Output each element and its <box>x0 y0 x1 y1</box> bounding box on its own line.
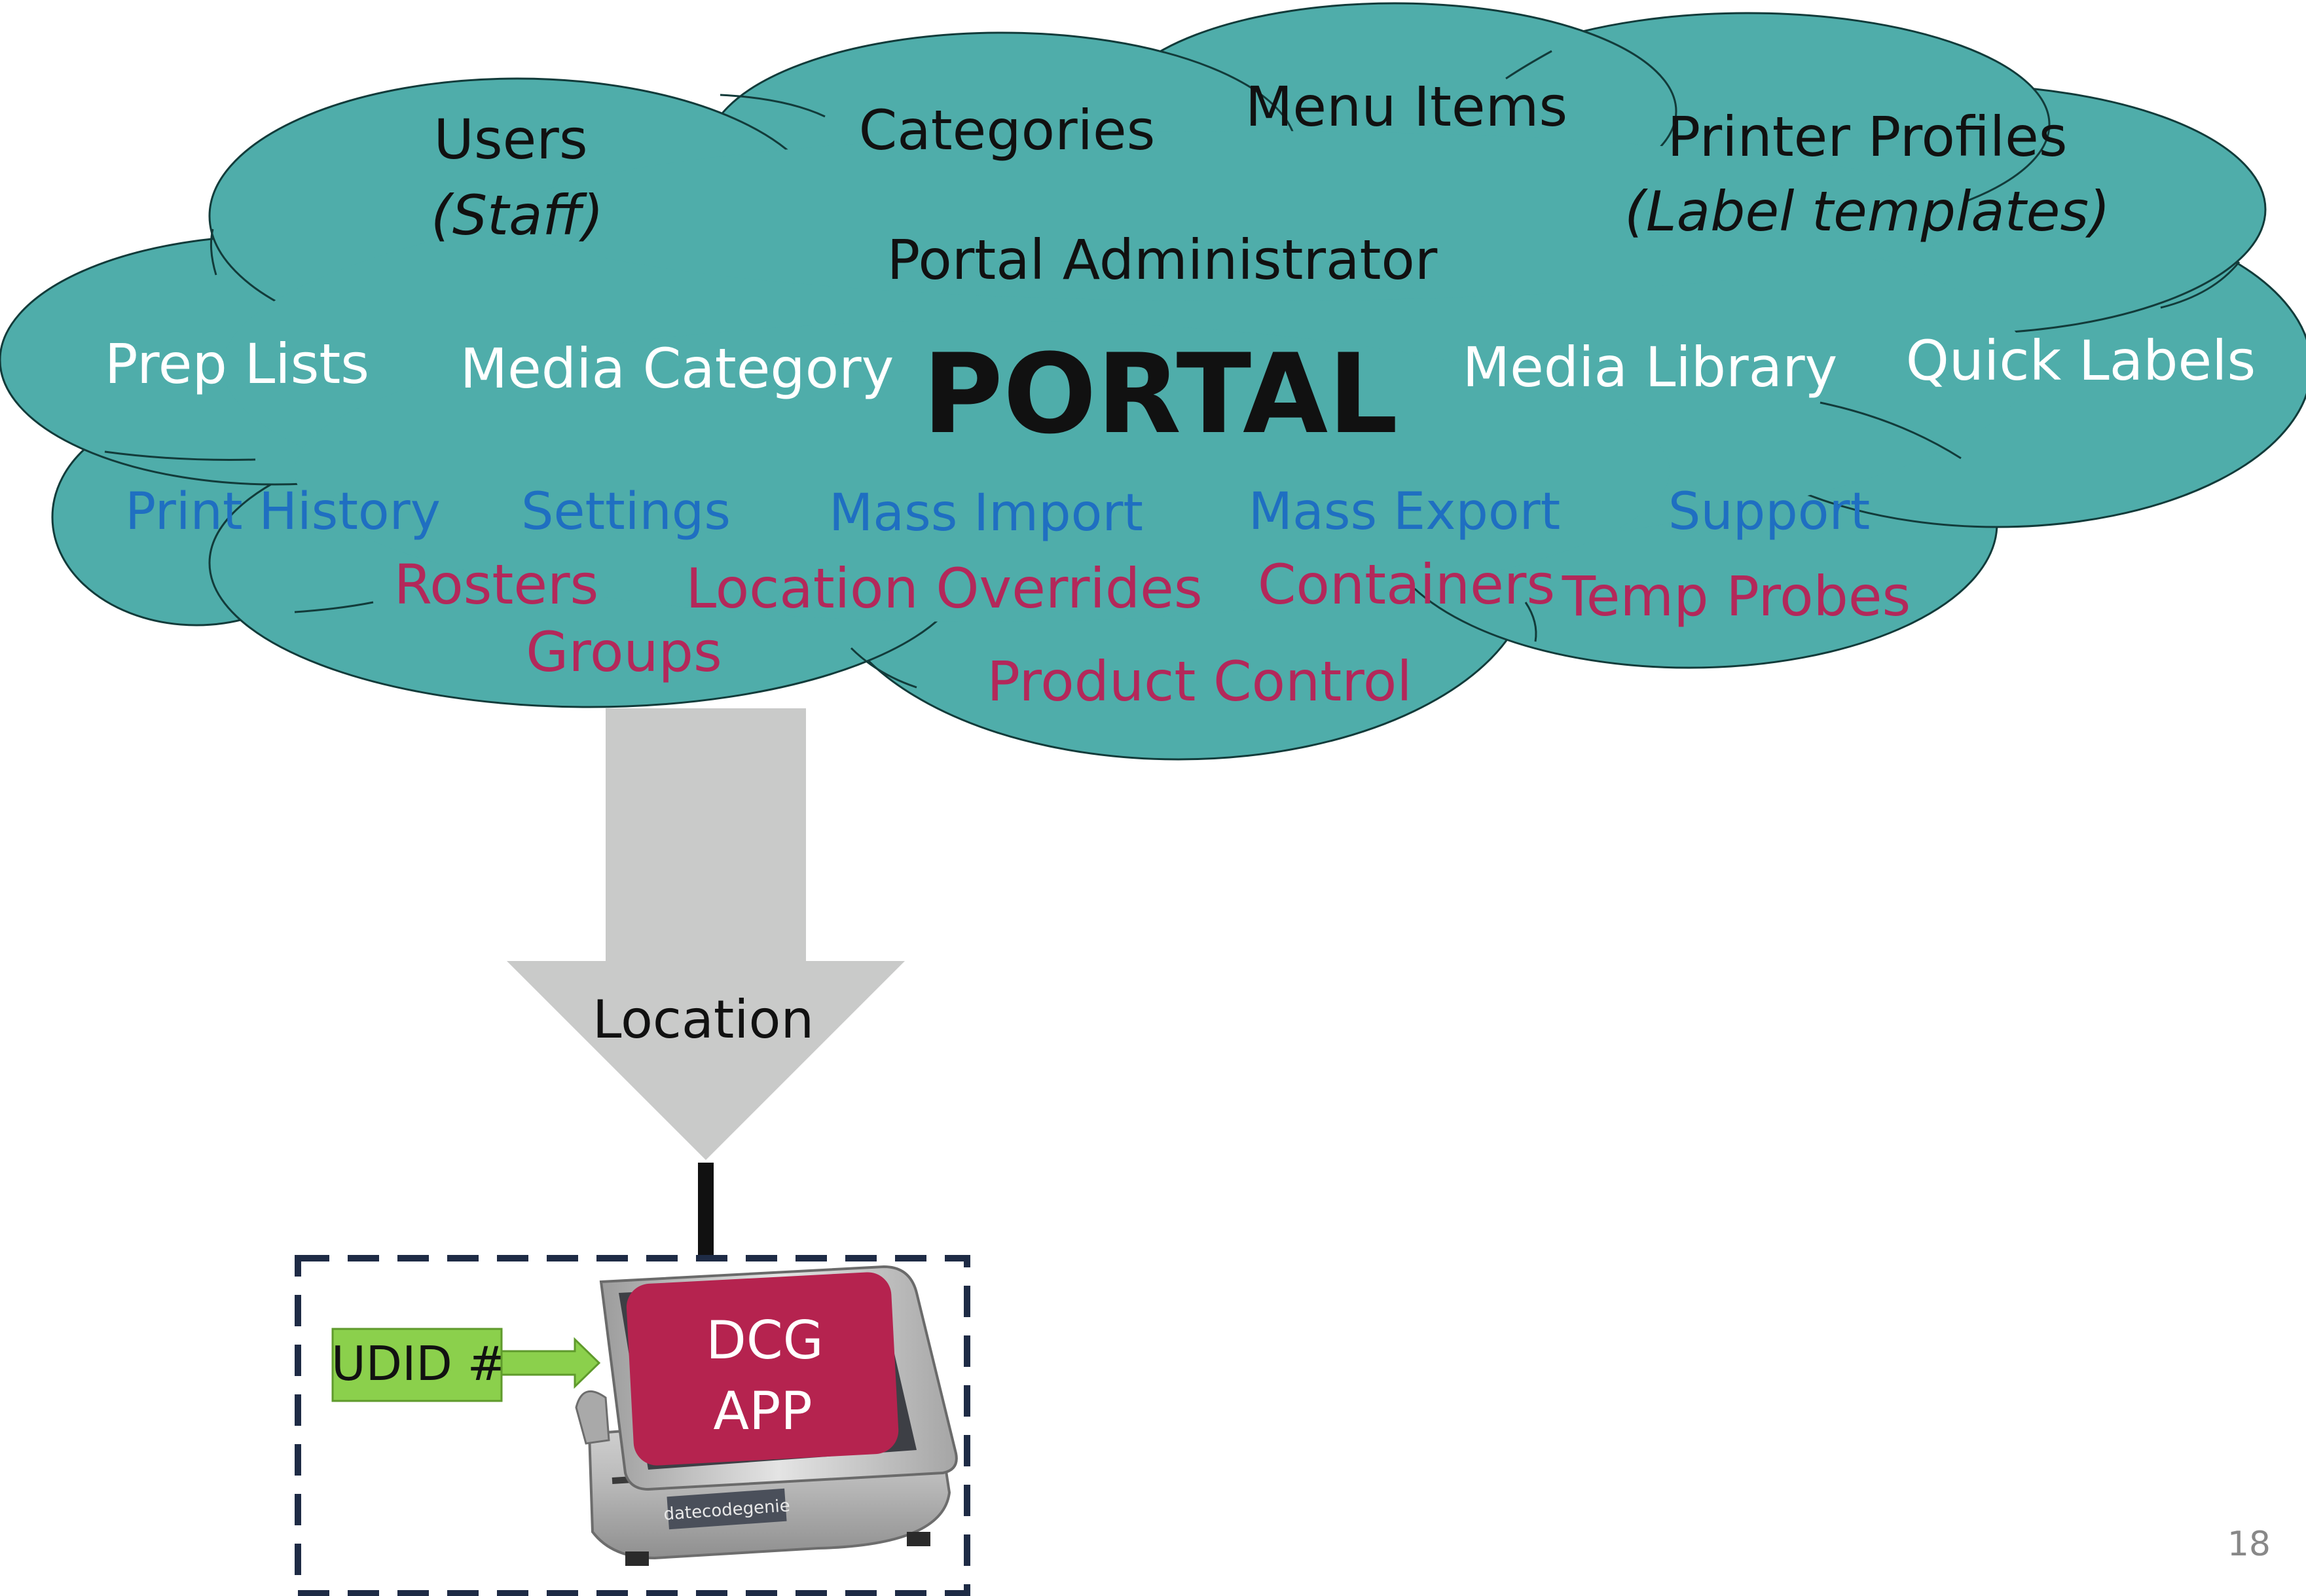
location-arrow: Location <box>507 708 905 1160</box>
location-arrow-shape <box>507 708 905 1160</box>
mass-export-label: Mass Export <box>1249 482 1561 541</box>
portal-title: PORTAL <box>923 330 1398 458</box>
cloud-core-2 <box>295 321 1670 622</box>
portal-cloud <box>0 2 2306 761</box>
location-overrides-label: Location Overrides <box>686 556 1202 621</box>
cloud-contour-5 <box>1820 401 1962 460</box>
settings-label: Settings <box>521 482 731 541</box>
printer-profiles-note: (Label templates) <box>1624 179 2110 244</box>
categories-label: Categories <box>859 98 1156 162</box>
printer-profiles-label: Printer Profiles <box>1667 105 2067 169</box>
portal-administrator-label: Portal Administrator <box>887 228 1438 292</box>
page-number: 18 <box>2227 1525 2271 1564</box>
cloud-contour-1 <box>720 94 826 118</box>
containers-label: Containers <box>1258 553 1555 617</box>
cloud-core-3 <box>511 131 1977 301</box>
support-label: Support <box>1668 482 1870 541</box>
prep-lists-label: Prep Lists <box>105 332 369 396</box>
dcg-app-line1: DCG <box>706 1310 823 1371</box>
dcg-printer-device: datecodegenie DCG APP <box>575 1265 958 1566</box>
temp-probes-label: Temp Probes <box>1562 564 1911 628</box>
cloud-contour-3 <box>210 228 217 276</box>
product-control-label: Product Control <box>987 649 1412 714</box>
udid-arrow <box>500 1337 601 1389</box>
users-note: (Staff) <box>431 183 604 247</box>
connector-line <box>698 1163 714 1258</box>
print-history-label: Print History <box>125 482 441 541</box>
printer-foot-left <box>625 1551 649 1566</box>
udid-tag <box>331 1328 503 1402</box>
printer-foot-right <box>907 1532 930 1546</box>
device-dashed-frame <box>295 1255 970 1596</box>
rosters-label: Rosters <box>394 553 599 617</box>
udid-callout: UDID # <box>331 1328 601 1402</box>
dcg-app-screen <box>626 1272 899 1466</box>
media-category-label: Media Category <box>460 336 894 401</box>
cloud-contour-2 <box>1505 50 1552 80</box>
quick-labels-label: Quick Labels <box>1906 329 2256 393</box>
users-label: Users <box>433 107 587 172</box>
udid-label: UDID # <box>331 1336 507 1391</box>
location-arrow-label: Location <box>593 989 814 1050</box>
cloud-contour-4 <box>104 450 256 461</box>
cloud-labels: Users (Staff) Categories Menu Items Prin… <box>105 75 2256 714</box>
printer-hinge <box>575 1390 610 1445</box>
cloud-contour-6 <box>2160 261 2241 309</box>
groups-label: Groups <box>526 620 722 684</box>
dcg-app-line2: APP <box>713 1381 812 1442</box>
cloud-contour-7 <box>294 601 374 613</box>
brand-plate <box>667 1488 787 1530</box>
mass-import-label: Mass Import <box>829 484 1143 543</box>
media-library-label: Media Library <box>1463 335 1838 399</box>
menu-items-label: Menu Items <box>1245 75 1567 139</box>
cloud-contour-9 <box>1524 602 1537 642</box>
cloud-contour-8 <box>850 647 917 689</box>
